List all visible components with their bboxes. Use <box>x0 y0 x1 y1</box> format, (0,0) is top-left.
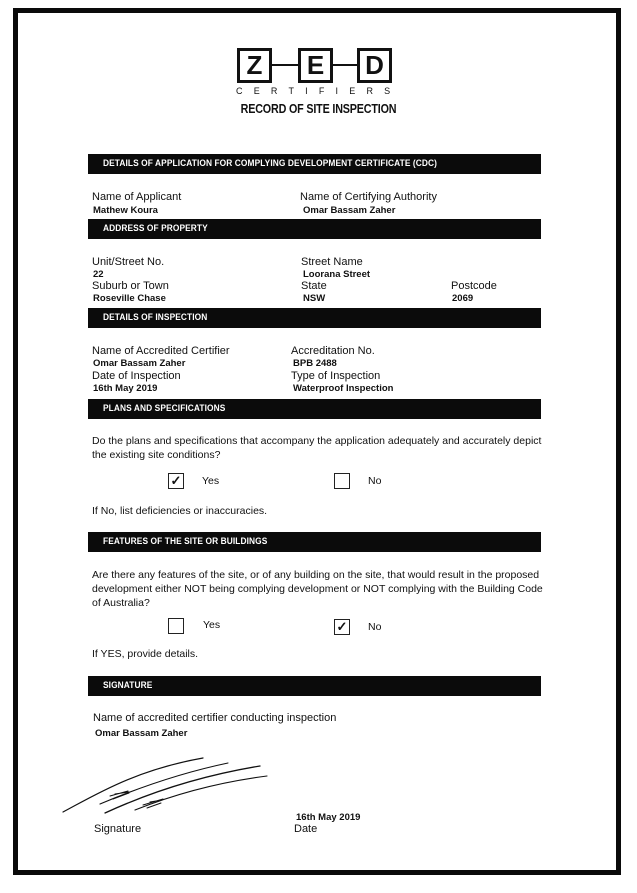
plans-followup: If No, list deficiencies or inaccuracies… <box>92 505 268 517</box>
inspection-date-label: Date of Inspection <box>92 370 181 382</box>
accreditation-label: Accreditation No. <box>291 345 375 357</box>
logo-letter-z: Z <box>237 48 272 83</box>
inspection-type-value: Waterproof Inspection <box>293 383 394 394</box>
signature-name-label: Name of accredited certifier conducting … <box>93 712 337 724</box>
features-followup: If YES, provide details. <box>92 648 199 660</box>
signature-label: Signature <box>94 823 142 835</box>
unit-value: 22 <box>93 269 104 280</box>
features-yes-checkbox[interactable] <box>168 618 184 634</box>
certifier-value: Omar Bassam Zaher <box>93 358 186 369</box>
section-header-inspection: DETAILS OF INSPECTION <box>88 308 541 328</box>
inspection-date-value: 16th May 2019 <box>93 383 158 394</box>
suburb-label: Suburb or Town <box>92 280 169 292</box>
logo-letter-d: D <box>357 48 392 83</box>
suburb-value: Roseville Chase <box>93 293 166 304</box>
street-name-value: Loorana Street <box>303 269 371 280</box>
logo-letter-e: E <box>298 48 333 83</box>
logo-subtitle: CERTIFIERS <box>236 86 402 96</box>
plans-no-checkbox[interactable] <box>334 473 350 489</box>
features-no-checkbox[interactable]: ✓ <box>334 619 350 635</box>
state-label: State <box>301 280 327 292</box>
signature-name-value: Omar Bassam Zaher <box>95 728 188 739</box>
section-header-address: ADDRESS OF PROPERTY <box>88 219 541 239</box>
postcode-label: Postcode <box>451 280 497 292</box>
features-no-label: No <box>368 621 382 633</box>
inspection-type-label: Type of Inspection <box>291 370 381 382</box>
plans-yes-label: Yes <box>202 475 220 487</box>
applicant-label: Name of Applicant <box>92 191 182 203</box>
page-border <box>13 8 621 875</box>
accreditation-value: BPB 2488 <box>293 358 337 369</box>
section-header-signature: SIGNATURE <box>88 676 541 696</box>
logo-connector <box>333 64 357 66</box>
features-yes-label: Yes <box>203 619 221 631</box>
document-title: RECORD OF SITE INSPECTION <box>240 102 397 116</box>
state-value: NSW <box>303 293 326 304</box>
certifying-authority-value: Omar Bassam Zaher <box>303 205 396 216</box>
handwritten-signature <box>62 757 268 814</box>
street-name-label: Street Name <box>301 256 363 268</box>
unit-label: Unit/Street No. <box>92 256 165 268</box>
signature-date-value: 16th May 2019 <box>296 812 361 823</box>
plans-question: Do the plans and specifications that acc… <box>92 435 542 461</box>
plans-yes-checkbox[interactable]: ✓ <box>168 473 184 489</box>
certifying-authority-label: Name of Certifying Authority <box>300 191 437 203</box>
applicant-value: Mathew Koura <box>93 205 158 216</box>
features-question: Are there any features of the site, or o… <box>92 569 543 609</box>
postcode-value: 2069 <box>452 293 474 304</box>
section-header-plans: PLANS AND SPECIFICATIONS <box>88 399 541 419</box>
signature-date-label: Date <box>294 823 318 835</box>
section-header-application: DETAILS OF APPLICATION FOR COMPLYING DEV… <box>88 154 541 174</box>
logo-connector <box>272 64 298 66</box>
certifier-label: Name of Accredited Certifier <box>92 345 230 357</box>
plans-no-label: No <box>368 475 382 487</box>
section-header-features: FEATURES OF THE SITE OR BUILDINGS <box>88 532 541 552</box>
